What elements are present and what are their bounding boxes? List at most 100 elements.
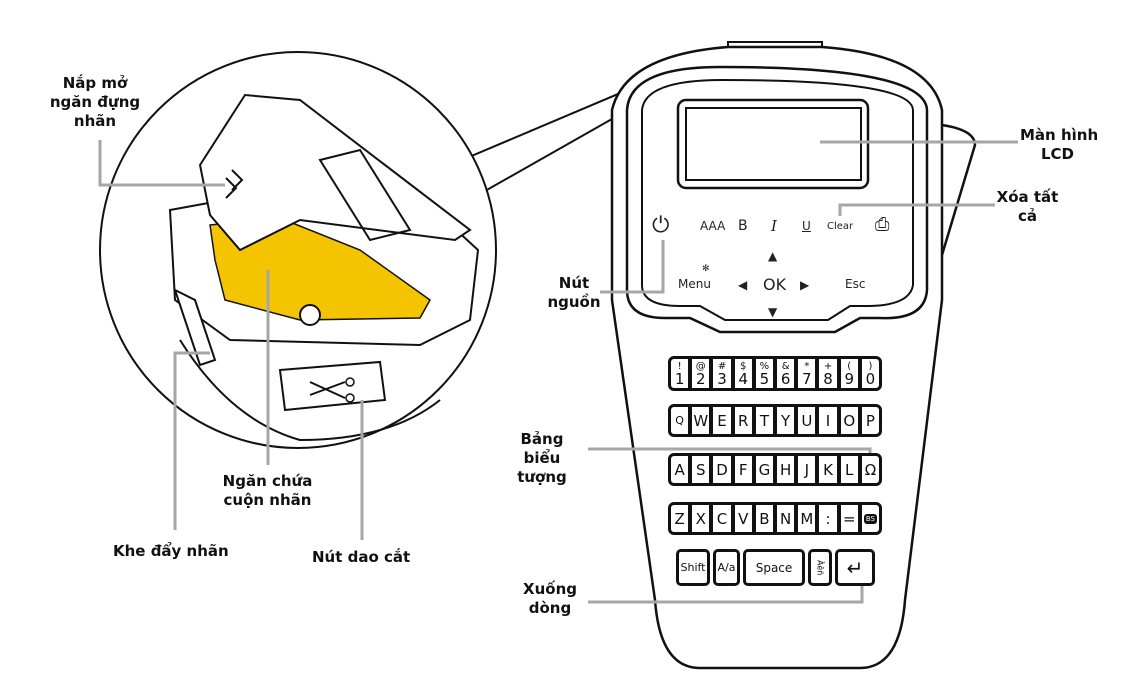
key-symbol: $ xyxy=(740,360,747,372)
key-symbol: & xyxy=(781,360,790,372)
key-6[interactable]: &6 xyxy=(777,359,799,388)
accent-key[interactable]: Àêñ xyxy=(808,549,832,586)
ok-button[interactable]: OK xyxy=(763,275,787,294)
key[interactable]: E xyxy=(713,407,735,434)
key[interactable]: B xyxy=(756,505,778,532)
key-7[interactable]: *7 xyxy=(798,359,820,388)
key[interactable]: : xyxy=(819,505,841,532)
keyboard-row-zxcv: Z X C V B N M : = BS xyxy=(668,502,882,535)
key[interactable]: = xyxy=(841,505,862,532)
arrow-up-button[interactable]: ▲ xyxy=(768,249,778,263)
arrow-down-button[interactable]: ▼ xyxy=(768,305,778,319)
label-line: Xóa tất xyxy=(996,188,1059,206)
clear-button[interactable]: Clear xyxy=(827,221,854,232)
key-symbol: % xyxy=(759,360,770,372)
key-5[interactable]: %5 xyxy=(756,359,778,388)
key-digit: 0 xyxy=(865,369,876,388)
key[interactable]: U xyxy=(798,407,820,434)
key[interactable]: W xyxy=(692,407,714,434)
label-line: LCD xyxy=(1040,145,1075,163)
keyboard-row-asdf: A S D F G H J K L Ω xyxy=(668,453,882,486)
key-symbol: * xyxy=(804,360,810,372)
bluetooth-icon: ✻ xyxy=(702,264,710,274)
key[interactable]: Q xyxy=(671,407,693,434)
key-4[interactable]: $4 xyxy=(735,359,756,388)
esc-button[interactable]: Esc xyxy=(845,277,866,291)
key[interactable]: I xyxy=(819,407,841,434)
key[interactable]: C xyxy=(713,505,735,532)
key[interactable]: J xyxy=(798,456,820,483)
enter-icon: ↵ xyxy=(846,555,864,580)
arrow-left-button[interactable]: ◀ xyxy=(738,278,748,292)
key-1[interactable]: !1 xyxy=(671,359,693,388)
backspace-key[interactable]: BS xyxy=(862,505,879,532)
key[interactable]: R xyxy=(735,407,756,434)
label-line: Nút xyxy=(558,274,590,292)
key-symbol: ) xyxy=(868,360,873,372)
key[interactable]: K xyxy=(819,456,841,483)
key[interactable]: O xyxy=(841,407,862,434)
shift-key[interactable]: Shift xyxy=(676,549,710,586)
key-8[interactable]: +8 xyxy=(819,359,841,388)
key[interactable]: Y xyxy=(777,407,799,434)
label-line: ngăn đựng xyxy=(49,93,141,111)
key[interactable]: A xyxy=(671,456,693,483)
key[interactable]: X xyxy=(692,505,714,532)
label-line: Màn hình xyxy=(1020,126,1099,144)
space-key[interactable]: Space xyxy=(743,549,805,586)
key[interactable]: G xyxy=(756,456,778,483)
label-cutter: Nút dao cắt xyxy=(312,548,411,566)
key[interactable]: H xyxy=(777,456,799,483)
bold-button[interactable]: B xyxy=(738,218,748,234)
label-line: cuộn nhãn xyxy=(223,491,312,509)
print-icon[interactable]: ⎙ xyxy=(875,214,890,235)
key-digit: 8 xyxy=(823,369,833,388)
key[interactable]: M xyxy=(798,505,820,532)
symbol-key[interactable]: Ω xyxy=(864,460,877,479)
key-symbol: # xyxy=(717,360,727,372)
case-key[interactable]: A/a xyxy=(713,549,740,586)
backspace-icon: BS xyxy=(863,513,877,524)
key-digit: 3 xyxy=(717,369,727,388)
key[interactable]: V xyxy=(735,505,756,532)
cassette-closeup xyxy=(99,51,497,449)
key-9[interactable]: (9 xyxy=(841,359,862,388)
font-size-button[interactable]: AAA xyxy=(700,219,726,233)
label-line: Nắp mở xyxy=(62,74,128,92)
key[interactable]: S xyxy=(692,456,714,483)
key[interactable]: Z xyxy=(671,505,693,532)
label-line: Bảng xyxy=(520,430,564,448)
underline-button[interactable]: U xyxy=(802,219,811,233)
enter-key[interactable]: ↵ xyxy=(835,549,875,586)
key[interactable]: F xyxy=(735,456,756,483)
key[interactable]: L xyxy=(841,456,862,483)
key-2[interactable]: @2 xyxy=(692,359,714,388)
key-0[interactable]: )0 xyxy=(862,359,879,388)
keyboard-row-numbers: !1 @2 #3 $4 %5 &6 *7 +8 (9 )0 xyxy=(668,356,882,391)
key-3[interactable]: #3 xyxy=(713,359,735,388)
key-digit: 4 xyxy=(738,369,748,388)
key-digit: 9 xyxy=(844,369,854,388)
label-line: nguồn xyxy=(547,293,601,311)
arrow-right-button[interactable]: ▶ xyxy=(800,278,810,292)
key[interactable]: D xyxy=(713,456,735,483)
power-button[interactable]: ⏻ xyxy=(652,213,670,238)
label-line: tượng xyxy=(517,468,567,486)
key[interactable]: N xyxy=(777,505,799,532)
key-digit: 1 xyxy=(674,369,685,388)
label-line: Xuống xyxy=(523,580,577,598)
menu-button[interactable]: Menu xyxy=(678,277,711,291)
key[interactable]: P xyxy=(865,411,875,430)
label-line: nhãn xyxy=(73,112,117,130)
key-digit: 5 xyxy=(759,369,770,388)
italic-button[interactable]: I xyxy=(771,217,777,235)
keyboard-row-qwerty: Q W E R T Y U I O P xyxy=(668,404,882,437)
key[interactable]: T xyxy=(756,407,778,434)
key-digit: 2 xyxy=(696,369,706,388)
